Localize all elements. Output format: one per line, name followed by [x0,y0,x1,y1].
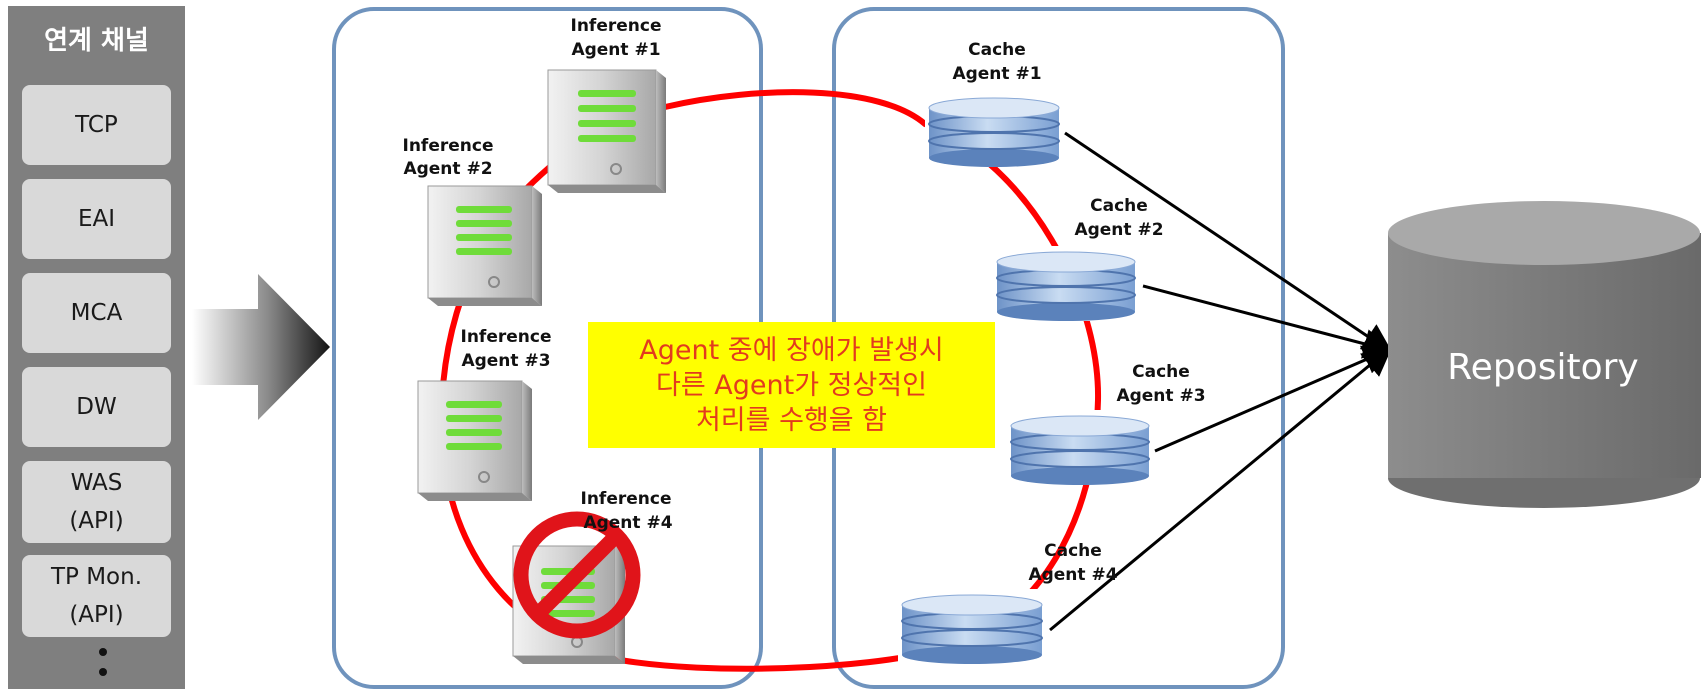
channel-eai: EAI [22,179,171,259]
inference-server-3 [417,380,532,501]
callout-line-2: 다른 Agent가 정상적인 [656,369,927,401]
inference-agent-4-label-line2: Agent #4 [583,513,672,533]
callout-line-3: 처리를 수행을 함 [695,404,888,436]
more-dot [99,668,107,676]
cache-db-4 [898,589,1046,664]
inference-agent-1-label-line1: Inference [571,16,662,36]
connector-cache-4 [1049,346,1393,632]
inference-agent-1-label-line2: Agent #1 [571,40,660,60]
channel-sidebar: 연계 채널 TCP EAI MCA DW WAS (API) TP Mon. (… [8,6,185,689]
flow-arrow [192,274,330,420]
cache-agent-1-label-line2: Agent #1 [952,64,1041,84]
prohibited-icon [513,511,641,639]
cache-agent-1-label-line1: Cache [968,40,1026,60]
cache-agent-4-label-line2: Agent #4 [1028,565,1117,585]
channel-was: WAS (API) [22,461,171,543]
cache-agent-2-label-line1: Cache [1090,196,1148,216]
connector-cache-2 [1142,284,1394,359]
cache-agent-3-label-line1: Cache [1132,362,1190,382]
more-dot [99,648,107,656]
channel-tcp: TCP [22,85,171,165]
callout-line-1: Agent 중에 장애가 발생시 [639,334,944,366]
cache-db-1 [925,92,1063,167]
cache-db-2 [993,246,1139,321]
cache-agent-2-label-line2: Agent #2 [1074,220,1163,240]
inference-agent-3-label-line1: Inference [461,327,552,347]
cache-agent-4-label-line1: Cache [1044,541,1102,561]
channel-mca: MCA [22,273,171,353]
inference-agent-2-label-line2: Agent #2 [403,159,492,179]
inference-server-2 [427,185,542,306]
inference-agent-4-label-line1: Inference [581,489,672,509]
channel-tp-monitor: TP Mon. (API) [22,555,171,637]
connector-cache-3 [1154,345,1394,453]
repository-cylinder [1388,201,1701,508]
channel-dw: DW [22,367,171,447]
repository-label: Repository [1447,347,1639,388]
sidebar-title: 연계 채널 [44,26,149,56]
inference-agent-2-label-line1: Inference [403,136,494,156]
cache-agent-3-label-line2: Agent #3 [1116,386,1205,406]
failover-callout: Agent 중에 장애가 발생시 다른 Agent가 정상적인 처리를 수행을 … [588,322,995,448]
inference-server-1 [547,69,666,193]
connector-cache-1 [1064,131,1393,354]
inference-agent-3-label-line2: Agent #3 [461,351,550,371]
cache-db-3 [1007,410,1153,485]
